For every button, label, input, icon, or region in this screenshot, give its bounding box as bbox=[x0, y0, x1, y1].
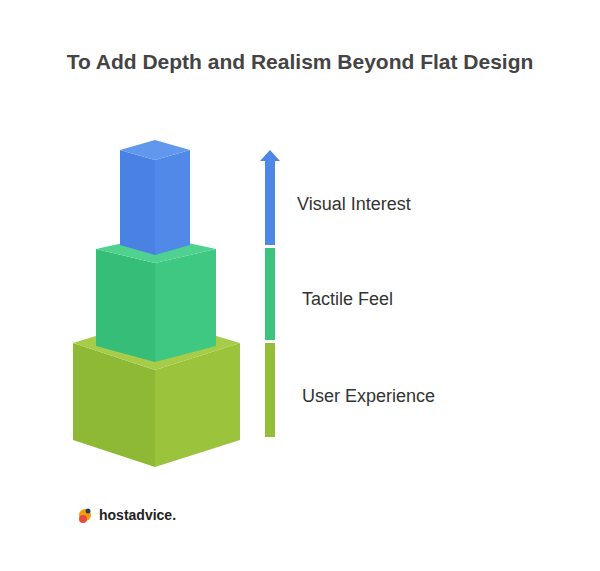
logo-icon bbox=[79, 509, 91, 524]
cube-face bbox=[96, 249, 155, 362]
middle-cube bbox=[96, 236, 216, 362]
level-arrow bbox=[260, 150, 280, 437]
arrow-segment bbox=[265, 160, 275, 245]
cube-face bbox=[120, 140, 190, 160]
watermark-logo: hostadvice. bbox=[99, 507, 176, 523]
level-label: Visual Interest bbox=[297, 194, 411, 215]
cube-face bbox=[155, 150, 190, 255]
arrow-segment bbox=[265, 248, 275, 340]
cube-face bbox=[120, 150, 155, 255]
arrow-head bbox=[260, 150, 280, 161]
logo-shape bbox=[86, 509, 91, 514]
logo-shape bbox=[79, 515, 87, 523]
arrow-segment bbox=[265, 343, 275, 437]
level-label: Tactile Feel bbox=[302, 289, 393, 310]
cube-face bbox=[155, 249, 216, 362]
top-cube bbox=[120, 140, 190, 255]
level-label: User Experience bbox=[302, 386, 435, 407]
diagram-title: To Add Depth and Realism Beyond Flat Des… bbox=[67, 50, 534, 74]
